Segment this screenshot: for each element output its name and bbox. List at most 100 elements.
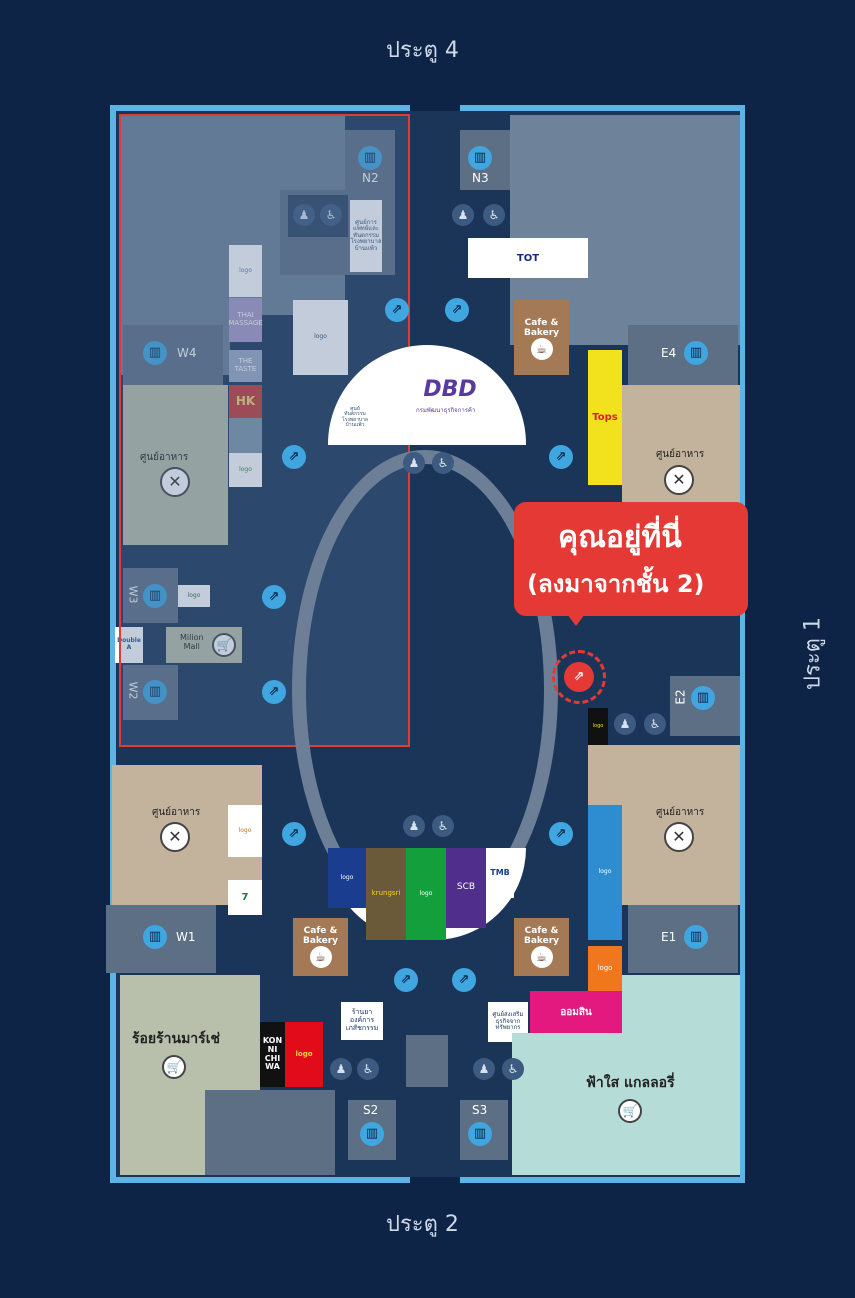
elevator-icon: ▥: [143, 341, 167, 365]
elevator-s2-label: S2: [363, 1103, 379, 1117]
scb-bank: SCB: [446, 848, 486, 928]
shop-yellow-small: logo: [588, 708, 608, 746]
food-court-icon: ✕: [664, 465, 694, 495]
central-block: [406, 1035, 448, 1087]
dbd-subtitle: กรมพัฒนาธุรกิจการค้า: [416, 407, 476, 414]
escalator-icon: ⇗: [452, 968, 476, 992]
w4-core: [123, 325, 223, 385]
you-are-here-escalator-icon: ⇗: [564, 662, 594, 692]
medical-center: ศูนย์การ แพทย์และ ทันตกรรม โรงพยาบาล บ้า…: [350, 200, 382, 272]
tmb-bank: TMB: [486, 848, 514, 898]
shop-block: [229, 418, 262, 453]
accessible-restroom-icon: ♿: [357, 1058, 379, 1080]
food-court-se-label: ศูนย์อาหาร: [656, 807, 705, 818]
elevator-e4-label: E4: [661, 346, 677, 360]
shopping-cart-icon: 🛒: [618, 1099, 642, 1123]
elevator-w1-label: W1: [176, 930, 196, 944]
accessible-restroom-icon: ♿: [432, 452, 454, 474]
shop-logo-1: logo: [229, 245, 262, 297]
you-are-here-pointer: [564, 610, 588, 626]
escalator-icon: ⇗: [262, 680, 286, 704]
you-are-here-marker-ring: [552, 650, 606, 704]
shop-logo-2: logo: [229, 453, 262, 487]
escalator-icon: ⇗: [282, 822, 306, 846]
elevator-e2-label: E2: [673, 689, 688, 705]
restroom-icon: ♟: [614, 713, 636, 735]
shop-red: logo: [285, 1022, 323, 1087]
fahsai-area-2: [622, 975, 740, 1035]
elevator-icon: ▥: [360, 1122, 384, 1146]
elevator-e1-label: E1: [661, 930, 677, 944]
you-are-here-title: คุณอยู่ที่นี่: [558, 520, 682, 555]
seven-eleven: 7: [228, 880, 262, 915]
cafe-north-label: Cafe & Bakery: [523, 318, 560, 338]
escalator-icon: ⇗: [445, 298, 469, 322]
elevator-icon: ▥: [468, 146, 492, 170]
escalator-icon: ⇗: [549, 822, 573, 846]
fahsai-label: ฟ้าใส แกลลอรี่: [586, 1075, 675, 1091]
cafe-se-label: Cafe & Bakery: [523, 926, 560, 946]
elevator-icon: ▥: [143, 680, 167, 704]
restroom-icon: ♟: [403, 452, 425, 474]
food-court-icon: ✕: [160, 467, 190, 497]
krungsri-bank: krungsri: [366, 848, 406, 940]
coffee-cup-icon: ☕: [309, 946, 332, 968]
dbd-logo: DBD: [423, 376, 477, 402]
pharmacy-shop: ร้านยา องค์การ เภสัชกรรม: [341, 1002, 383, 1040]
konichiwa-shop: KON NI CHI WA: [260, 1022, 285, 1087]
million-mall-label: Milion Mall: [180, 633, 204, 651]
elevator-s3-label: S3: [472, 1103, 488, 1117]
hk-shop: HK: [229, 385, 262, 418]
escalator-icon: ⇗: [394, 968, 418, 992]
restroom-icon: ♟: [403, 815, 425, 837]
shop-logo-5: logo: [228, 805, 262, 857]
kasikorn-bank: logo: [406, 848, 446, 940]
shop-logo-3: logo: [293, 300, 348, 375]
gate-1-label: ประตู 1: [800, 617, 826, 690]
elevator-icon: ▥: [691, 686, 715, 710]
elevator-icon: ▥: [684, 341, 708, 365]
gate-4-label: ประตู 4: [386, 38, 459, 63]
shopping-cart-icon: 🛒: [162, 1055, 186, 1079]
cafe-sw-label: Cafe & Bakery: [302, 926, 339, 946]
food-court-nw-area: [123, 385, 228, 545]
sw-grey: [205, 1090, 335, 1175]
elevator-icon: ▥: [684, 925, 708, 949]
bangkok-bank: logo: [328, 848, 366, 908]
e4-core: [628, 325, 738, 385]
shop-orange: logo: [588, 946, 622, 991]
elevator-icon: ▥: [358, 146, 382, 170]
restroom-icon: ♟: [293, 204, 315, 226]
e1-core: [628, 905, 738, 973]
coffee-cup-icon: ☕: [530, 946, 553, 968]
restroom-icon: ♟: [473, 1058, 495, 1080]
cafe-north: Cafe & Bakery ☕: [514, 300, 569, 375]
thai-massage: THAI MASSAGE: [228, 298, 263, 342]
food-court-ne-label: ศูนย์อาหาร: [656, 449, 705, 460]
tops-shop: Tops: [588, 350, 622, 485]
elevator-n3-label: N3: [472, 171, 489, 185]
cafe-se: Cafe & Bakery ☕: [514, 918, 569, 976]
you-are-here-callout: [514, 502, 748, 616]
cafe-sw: Cafe & Bakery ☕: [293, 918, 348, 976]
accessible-restroom-icon: ♿: [502, 1058, 524, 1080]
escalator-icon: ⇗: [385, 298, 409, 322]
restroom-icon: ♟: [330, 1058, 352, 1080]
elevator-n2-label: N2: [362, 171, 379, 185]
accessible-restroom-icon: ♿: [432, 815, 454, 837]
restroom-icon: ♟: [452, 204, 474, 226]
elevator-icon: ▥: [143, 925, 167, 949]
accessible-restroom-icon: ♿: [320, 204, 342, 226]
the-taste: THE TASTE: [229, 350, 262, 382]
coffee-cup-icon: ☕: [530, 338, 553, 360]
food-court-nw-label: ศูนย์อาหาร: [140, 452, 189, 463]
you-are-here-subtitle: (ลงมาจากชั้น 2): [527, 570, 705, 598]
accessible-restroom-icon: ♿: [644, 713, 666, 735]
gate-2-label: ประตู 2: [386, 1212, 459, 1237]
roi-ran-label: ร้อยร้านมาร์เช่: [132, 1031, 220, 1047]
krungthai-bank: logo: [588, 805, 622, 940]
elevator-icon: ▥: [468, 1122, 492, 1146]
elevator-w4-label: W4: [177, 346, 197, 360]
aomsin-bank: ออมสิน: [530, 991, 622, 1033]
escalator-icon: ⇗: [549, 445, 573, 469]
